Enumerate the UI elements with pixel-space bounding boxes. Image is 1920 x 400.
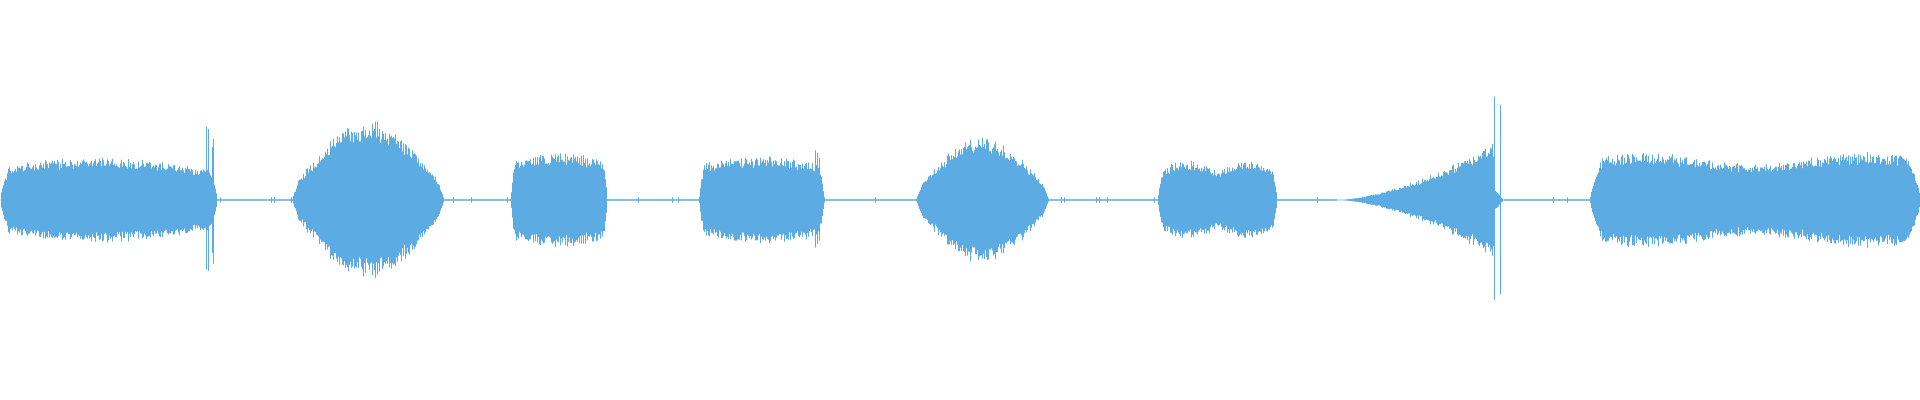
waveform-signal	[1, 96, 1920, 300]
